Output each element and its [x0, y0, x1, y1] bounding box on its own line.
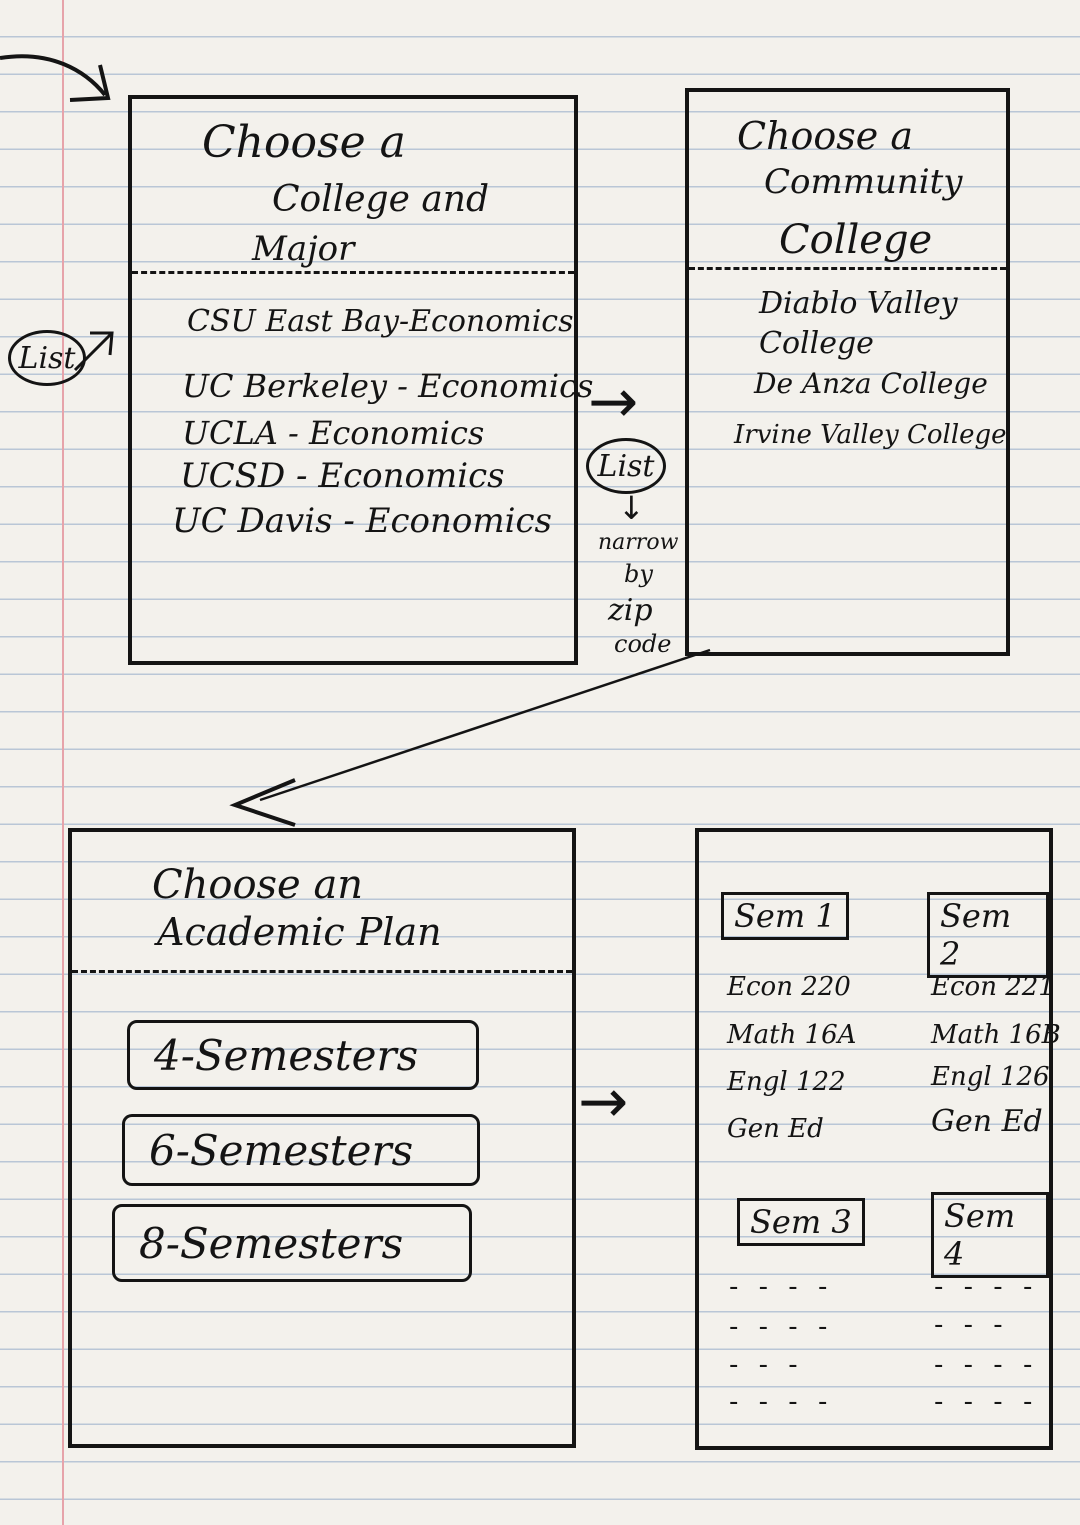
sem1-course: Math 16A: [727, 1020, 857, 1050]
screen3-divider: [72, 970, 572, 973]
narrow-note-line3: zip: [608, 593, 653, 628]
college-option[interactable]: UCLA - Economics: [182, 414, 485, 452]
college-option[interactable]: UCSD - Economics: [180, 456, 505, 496]
flow-arrow-icon: [229, 648, 711, 827]
sem1-course: Gen Ed: [727, 1114, 824, 1144]
right-arrow-icon: →: [588, 367, 639, 437]
notebook-margin-line: [62, 0, 64, 1525]
list-annotation-middle: List: [586, 438, 666, 494]
semester-2-header[interactable]: Sem 2: [927, 892, 1049, 978]
narrow-note-line2: by: [624, 560, 653, 588]
sem2-course: Engl 126: [931, 1062, 1050, 1092]
screen1-title-line2: College and: [272, 179, 490, 220]
sem1-course: Engl 122: [727, 1067, 846, 1097]
college-option[interactable]: CSU East Bay-Economics: [187, 304, 574, 339]
sem3-placeholder-line: - - - -: [729, 1312, 834, 1342]
sem2-course: Gen Ed: [931, 1104, 1043, 1139]
sem3-placeholder-line: - - -: [729, 1350, 804, 1380]
plan-8-semesters-button[interactable]: 8-Semesters: [112, 1204, 472, 1282]
sem2-course: Econ 221: [931, 972, 1055, 1002]
right-arrow-icon: →: [578, 1067, 629, 1137]
screen1-title-line1: Choose a: [202, 117, 406, 168]
sem4-placeholder-line: - - - -: [934, 1350, 1039, 1380]
semester-1-header[interactable]: Sem 1: [721, 892, 849, 940]
annotation-arrow-icon: [73, 331, 114, 372]
screen2-title-line1: Choose a: [737, 114, 914, 158]
list-annotation-left: List: [8, 330, 86, 386]
community-college-option[interactable]: Diablo Valley College: [759, 286, 958, 361]
community-college-option[interactable]: Irvine Valley College: [734, 420, 1007, 450]
sem4-placeholder-line: - - -: [934, 1310, 1009, 1340]
screen-semester-plan: Sem 1 Sem 2 Econ 220 Math 16A Engl 122 G…: [695, 828, 1061, 1450]
sem4-placeholder-line: - - - -: [934, 1272, 1039, 1302]
sem2-course: Math 16B: [931, 1020, 1061, 1050]
sem3-placeholder-line: - - - -: [729, 1272, 834, 1302]
college-option[interactable]: UC Berkeley - Economics: [182, 367, 594, 405]
screen3-title-line2: Academic Plan: [157, 910, 442, 954]
screen1-divider: [132, 271, 574, 274]
plan-6-semesters-button[interactable]: 6-Semesters: [122, 1114, 480, 1186]
screen-choose-college: Choose a College and Major CSU East Bay-…: [128, 95, 593, 665]
screen2-title-line2: Community: [764, 162, 963, 202]
sem4-placeholder-line: - - - -: [934, 1387, 1039, 1417]
screen3-title-line1: Choose an: [152, 862, 364, 908]
screen1-title-line3: Major: [252, 229, 355, 269]
incoming-arrow-icon: [0, 54, 111, 102]
plan-4-semesters-button[interactable]: 4-Semesters: [127, 1020, 479, 1090]
semester-4-header[interactable]: Sem 4: [931, 1192, 1049, 1278]
sem1-course: Econ 220: [727, 972, 851, 1002]
community-college-option[interactable]: De Anza College: [754, 367, 988, 400]
screen2-divider: [689, 267, 1006, 270]
down-arrow-icon: ↓: [618, 489, 645, 527]
college-option[interactable]: UC Davis - Economics: [172, 501, 552, 541]
semester-3-header[interactable]: Sem 3: [737, 1198, 865, 1246]
screen2-title-line3: College: [779, 217, 933, 263]
narrow-note-line1: narrow: [598, 530, 679, 555]
screen-choose-academic-plan: Choose an Academic Plan 4-Semesters 6-Se…: [68, 828, 576, 1448]
screen-choose-community-college: Choose a Community College Diablo Valley…: [685, 88, 1010, 656]
sem3-placeholder-line: - - - -: [729, 1387, 834, 1417]
narrow-note-line4: code: [614, 630, 672, 658]
